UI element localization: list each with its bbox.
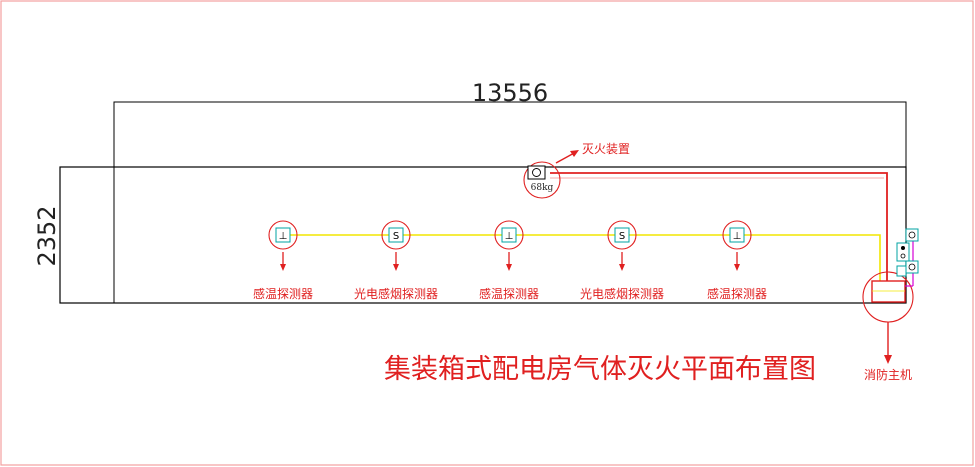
- alarm-bell-icon: [908, 231, 916, 239]
- detector-arrow-head: [506, 264, 512, 271]
- extinguisher-callout-circle: [523, 161, 561, 199]
- detector-callout-circle: [381, 220, 411, 250]
- side-panel-devices: [896, 228, 919, 287]
- detector-group: ⊥ 感温探测器 S 光电感烟探测器 ⊥ 感温探测器 S 光电感烟探测器 ⊥ 感温探测器: [253, 220, 767, 301]
- extinguisher-weight-text: 68kg: [531, 183, 554, 193]
- diagram-title: 集装箱式配电房气体灭火平面布置图: [384, 354, 816, 385]
- detector-smoke: S 光电感烟探测器: [580, 220, 664, 301]
- dimension-length-text: 13556: [472, 79, 548, 107]
- detector-smoke-icon: S: [619, 231, 625, 242]
- detector-heat-icon: ⊥: [733, 231, 742, 242]
- fire-host-label: 消防主机: [864, 367, 912, 382]
- strobe-box: [905, 260, 919, 274]
- detector-callout-circle: [607, 220, 637, 250]
- detector-symbol-box: [501, 227, 517, 243]
- detector-callout-circle: [494, 220, 524, 250]
- extinguisher-device: 68kg 灭火装置: [523, 142, 630, 199]
- extinguisher-symbol: [527, 165, 546, 180]
- detector-label: 感温探测器: [479, 286, 539, 301]
- detector-label: 感温探测器: [253, 286, 313, 301]
- fire-host-panel: [871, 280, 906, 303]
- sounder-box: [896, 265, 907, 277]
- detector-callout-circle: [722, 220, 752, 250]
- detector-label: 光电感烟探测器: [580, 286, 664, 301]
- fire-host: 消防主机: [862, 271, 914, 382]
- detector-heat: ⊥ 感温探测器: [253, 220, 313, 301]
- detector-arrow-head: [734, 264, 740, 271]
- alarm-bell-box: [905, 228, 919, 242]
- extinguisher-arrow-head: [570, 150, 579, 157]
- detector-smoke: S 光电感烟探测器: [354, 220, 438, 301]
- manual-button-box: [896, 242, 910, 262]
- extinguisher-wiring: [550, 172, 888, 281]
- detector-callout-circle: [268, 220, 298, 250]
- detector-symbol-box: [614, 227, 630, 243]
- detector-symbol-box: [388, 227, 404, 243]
- manual-button-icon: [901, 246, 905, 250]
- detector-heat: ⊥ 感温探测器: [707, 220, 767, 301]
- detector-symbol-box: [729, 227, 745, 243]
- extinguisher-label: 灭火装置: [582, 142, 630, 156]
- fire-host-arrow-head: [884, 355, 892, 364]
- detector-heat: ⊥ 感温探测器: [479, 220, 539, 301]
- detector-label: 光电感烟探测器: [354, 286, 438, 301]
- detector-smoke-icon: S: [393, 231, 399, 242]
- detector-arrow-head: [393, 264, 399, 271]
- detector-label: 感温探测器: [707, 286, 767, 301]
- dimension-length-line: [113, 101, 907, 303]
- detector-heat-icon: ⊥: [505, 231, 514, 242]
- detector-wiring: [283, 234, 881, 281]
- detector-arrow-head: [280, 264, 286, 271]
- manual-button-icon-b: [900, 253, 906, 259]
- dimension-width-text: 2352: [33, 205, 61, 266]
- detector-heat-icon: ⊥: [279, 231, 288, 242]
- strobe-icon: [908, 263, 916, 271]
- extinguisher-symbol-ring: [532, 168, 541, 177]
- detector-arrow-head: [619, 264, 625, 271]
- detector-symbol-box: [275, 227, 291, 243]
